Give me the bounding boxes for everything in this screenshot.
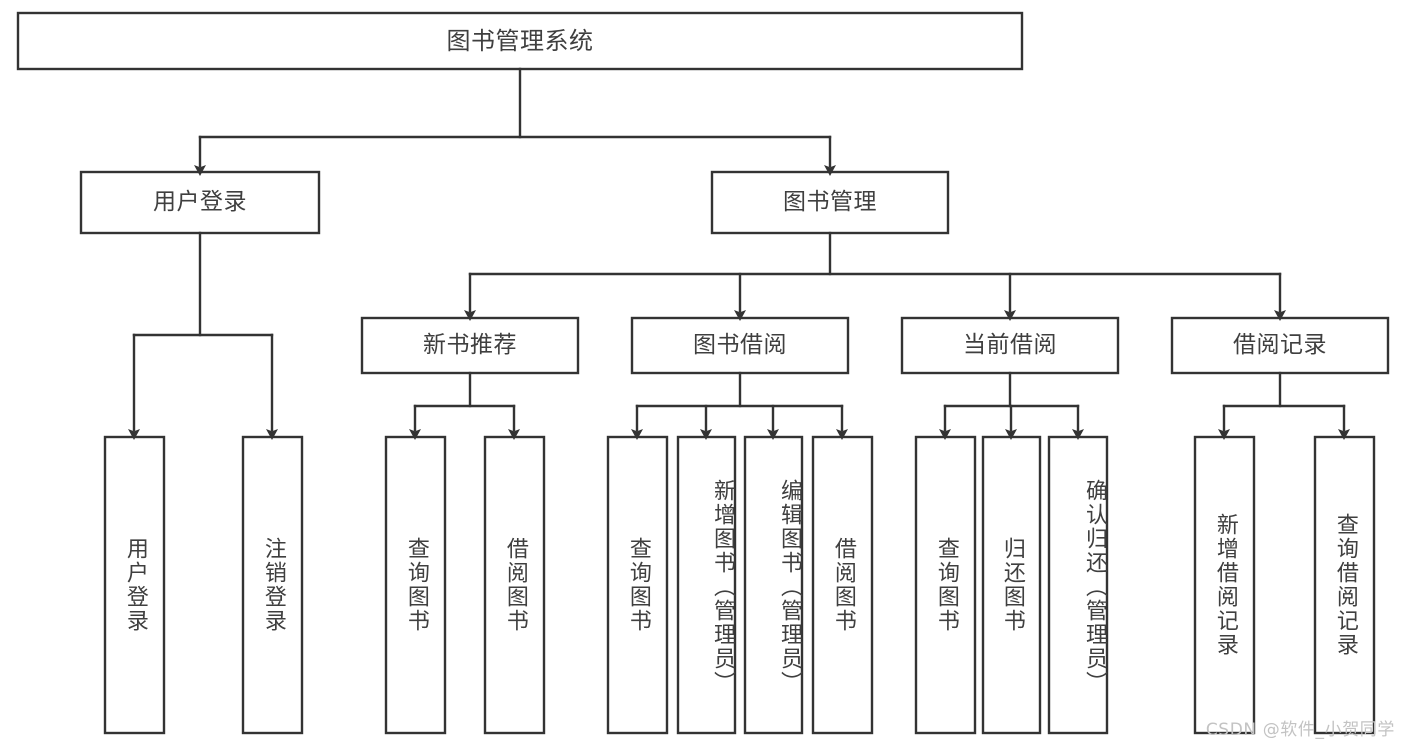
node-rect-leaf-bb-edit[interactable]	[743, 435, 804, 735]
node-rect-leaf-bb-borrow[interactable]	[811, 435, 874, 735]
node-rect-leaf-br-query[interactable]	[1313, 435, 1376, 735]
node-rect-borrow-record[interactable]	[1170, 316, 1390, 375]
node-rect-leaf-user-logout[interactable]	[241, 435, 304, 735]
node-rect-root[interactable]	[16, 11, 1024, 71]
node-rect-leaf-cb-query[interactable]	[914, 435, 977, 735]
edge-borrow-record-to-leaves	[1218, 371, 1350, 440]
edge-book-manage-to-level3	[464, 231, 1286, 321]
node-rect-user-login[interactable]	[79, 170, 321, 235]
node-rect-leaf-br-add[interactable]	[1193, 435, 1256, 735]
csdn-watermark: CSDN @软件_小贺同学	[1205, 720, 1395, 740]
node-rect-leaf-bb-query[interactable]	[606, 435, 669, 735]
node-rect-leaf-cb-return[interactable]	[981, 435, 1042, 735]
node-rect-leaf-cb-confirm[interactable]	[1047, 435, 1109, 735]
node-rect-leaf-rec-borrow[interactable]	[483, 435, 546, 735]
node-rect-leaf-rec-query[interactable]	[384, 435, 447, 735]
node-rect-book-manage[interactable]	[710, 170, 950, 235]
node-rect-current-borrow[interactable]	[900, 316, 1120, 375]
edge-book-borrow-to-leaves	[631, 371, 848, 440]
node-rectangles	[16, 11, 1390, 735]
node-rect-new-book-rec[interactable]	[360, 316, 580, 375]
node-rect-book-borrow[interactable]	[630, 316, 850, 375]
edge-current-borrow-to-leaves	[939, 371, 1084, 440]
edge-new-book-rec-to-leaves	[409, 371, 520, 440]
edge-user-login-to-leaves	[128, 231, 278, 440]
node-rect-leaf-bb-add[interactable]	[676, 435, 737, 735]
edge-root-to-level2	[194, 67, 836, 176]
node-rect-leaf-user-login[interactable]	[103, 435, 166, 735]
